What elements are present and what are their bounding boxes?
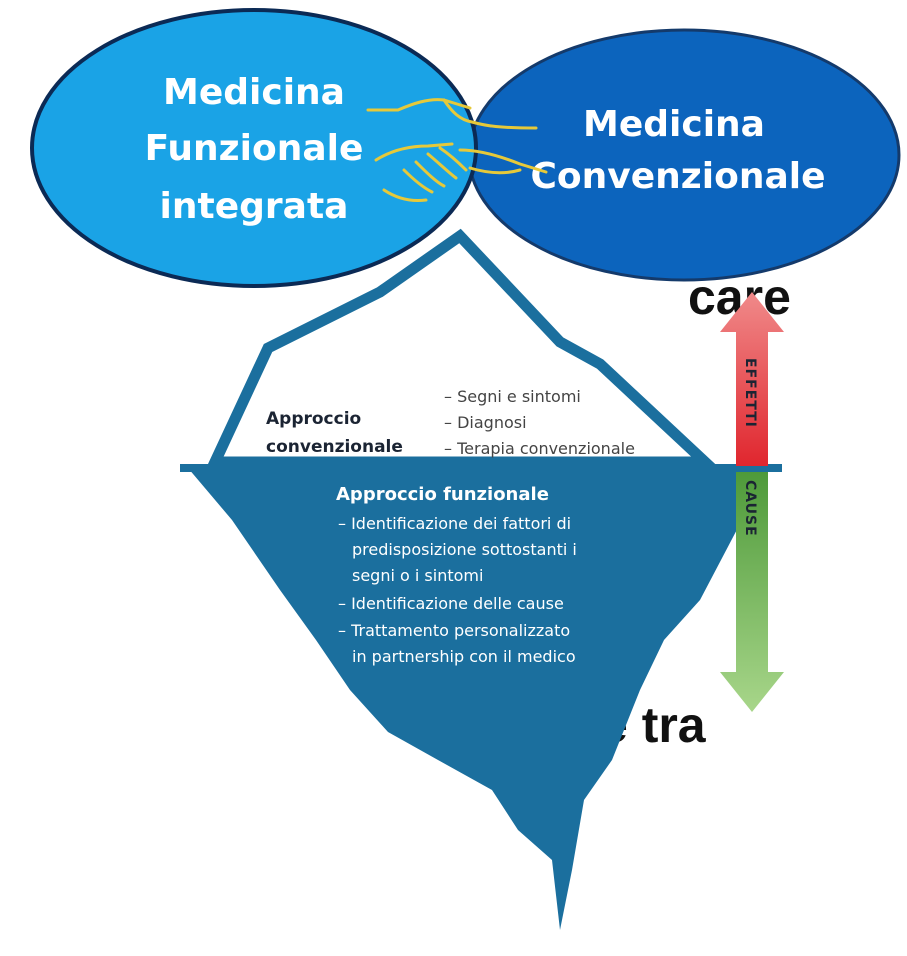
- conventional-item-2: – Diagnosi: [444, 413, 527, 432]
- functional-title-line2: Funzionale: [145, 128, 364, 169]
- functional-line-1: – Identificazione dei fattori di: [338, 514, 571, 533]
- functional-line-6: in partnership con il medico: [352, 647, 576, 666]
- iceberg-underwater: [188, 468, 760, 930]
- causes-label: CAUSE: [742, 480, 758, 537]
- functional-line-4: – Identificazione delle cause: [338, 594, 564, 613]
- conventional-title-line2: Convenzionale: [531, 156, 826, 197]
- functional-medicine-bubble: [30, 8, 478, 288]
- effects-label: EFFETTI: [742, 358, 758, 428]
- conventional-approach-title-1: Approccio: [266, 409, 361, 429]
- effects-up-arrow: [720, 292, 784, 466]
- functional-approach-title: Approccio funzionale: [336, 484, 549, 505]
- iceberg-tip: [206, 228, 719, 468]
- conventional-item-3: – Terapia convenzionale: [444, 439, 635, 458]
- conventional-medicine-bubble: [467, 28, 901, 282]
- conventional-approach-title-2: convenzionale: [266, 437, 403, 457]
- functional-line-3: segni o i sintomi: [352, 566, 483, 585]
- causes-down-arrow: [720, 472, 784, 712]
- functional-title-line1: Medicina: [163, 72, 345, 113]
- functional-line-2: predisposizione sottostanti i: [352, 540, 577, 559]
- functional-title-line3: integrata: [160, 186, 349, 227]
- conventional-item-1: – Segni e sintomi: [444, 387, 581, 406]
- handshake-icon: [366, 98, 548, 202]
- conventional-title-line1: Medicina: [583, 104, 765, 145]
- functional-line-5: – Trattamento personalizzato: [338, 621, 570, 640]
